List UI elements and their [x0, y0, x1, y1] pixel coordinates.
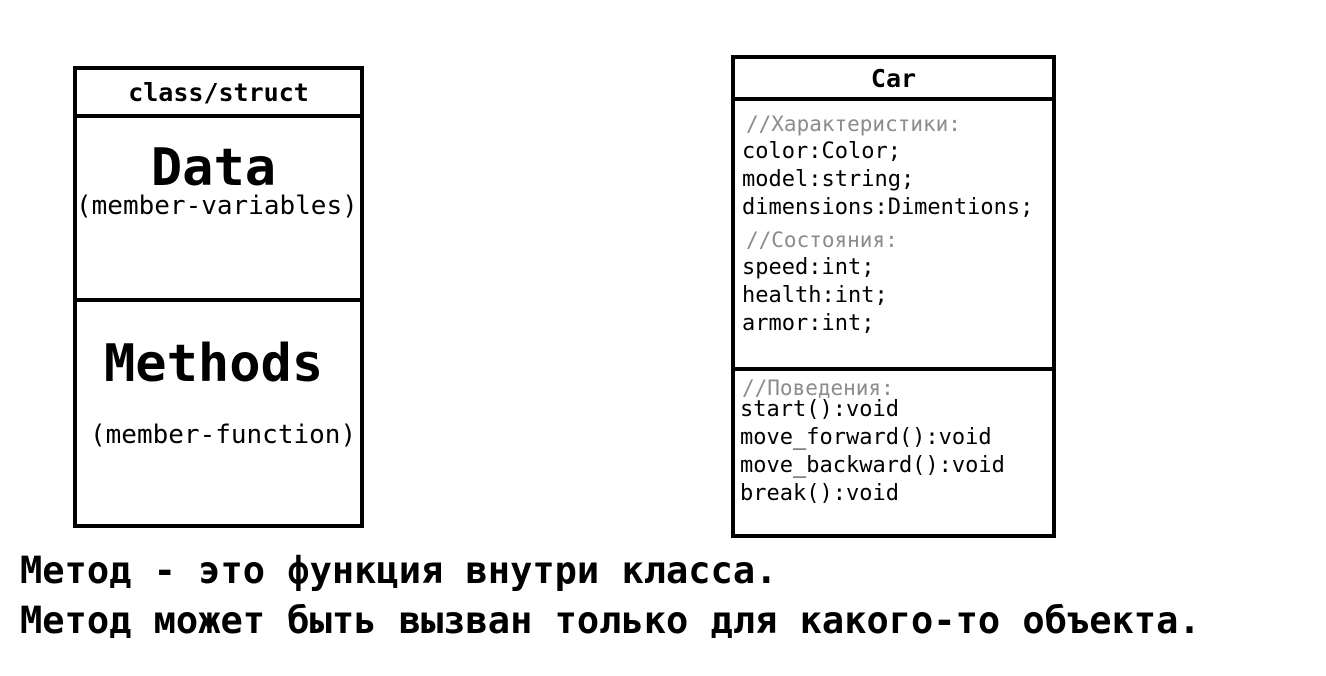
generic-class-box: class/struct Data (member-variables) Met…	[73, 66, 364, 528]
car-class-title: Car	[870, 64, 917, 93]
behavior-item: break():void	[740, 481, 899, 506]
methods-sublabel: (member-function)	[90, 420, 357, 450]
car-fields-divider	[735, 367, 1052, 371]
caption-line-2: Метод может быть вызван только для каког…	[20, 599, 1201, 642]
behavior-item: move_forward():void	[740, 425, 992, 450]
generic-data-divider	[77, 298, 360, 302]
data-sublabel: (member-variables)	[76, 191, 358, 221]
states-comment: //Состояния:	[746, 228, 898, 252]
car-class-box: Car //Характеристики: color:Color; model…	[731, 55, 1056, 538]
generic-class-title: class/struct	[128, 78, 309, 107]
car-title-divider	[735, 97, 1052, 101]
state-item: health:int;	[742, 283, 888, 308]
behavior-item: start():void	[740, 397, 899, 422]
behavior-item: move_backward():void	[740, 453, 1005, 478]
behaviors-comment: //Поведения:	[742, 376, 894, 400]
state-item: speed:int;	[742, 255, 875, 280]
characteristics-comment: //Характеристики:	[746, 112, 961, 136]
state-item: armor:int;	[742, 311, 875, 336]
characteristic-item: model:string;	[742, 167, 915, 192]
generic-title-divider	[77, 114, 360, 118]
methods-label: Methods	[104, 334, 324, 394]
data-label: Data	[150, 138, 277, 198]
characteristic-item: color:Color;	[742, 139, 901, 164]
characteristic-item: dimensions:Dimentions;	[742, 195, 1034, 220]
caption-line-1: Метод - это функция внутри класса.	[20, 549, 778, 592]
